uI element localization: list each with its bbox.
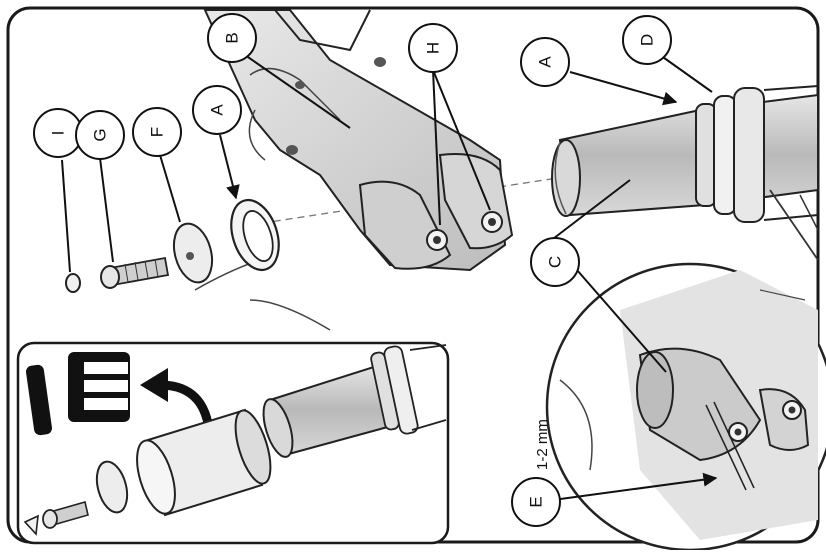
inset-plug	[136, 408, 272, 517]
callout-a-left: A	[192, 85, 242, 135]
top-cap	[172, 222, 214, 284]
cap-bolt	[100, 256, 170, 289]
callout-b: B	[207, 13, 257, 63]
spacer-ring	[230, 198, 280, 272]
svg-text:F: F	[148, 127, 167, 137]
inset-top-cap	[95, 460, 129, 514]
small-plug	[65, 273, 81, 293]
gap-measurement-label: 1-2 mm	[534, 419, 551, 470]
steerer-tube	[551, 85, 819, 261]
callout-d: D	[622, 15, 672, 65]
stem-body	[194, 9, 514, 331]
inset-small-plug	[23, 514, 39, 536]
callout-i: I	[33, 108, 83, 158]
callout-f: F	[132, 107, 182, 157]
svg-text:I: I	[49, 131, 68, 136]
svg-text:H: H	[424, 42, 443, 54]
callout-c: C	[530, 237, 580, 287]
callout-g: G	[75, 110, 125, 160]
leader-lines	[61, 54, 718, 501]
svg-text:G: G	[91, 128, 110, 141]
svg-text:A: A	[208, 104, 227, 116]
svg-text:D: D	[638, 34, 657, 46]
svg-text:C: C	[546, 256, 565, 268]
tool-comb-icon	[68, 352, 130, 422]
tool-handle-icon	[25, 364, 53, 436]
callout-a-right: A	[520, 37, 570, 87]
callout-h: H	[408, 23, 458, 73]
svg-text:A: A	[536, 56, 555, 68]
inset-panel	[16, 341, 450, 545]
svg-text:B: B	[223, 32, 242, 43]
detail-magnifier	[545, 262, 826, 552]
svg-text:E: E	[527, 496, 546, 507]
inset-tube	[262, 344, 447, 458]
callout-e: E	[511, 477, 561, 527]
